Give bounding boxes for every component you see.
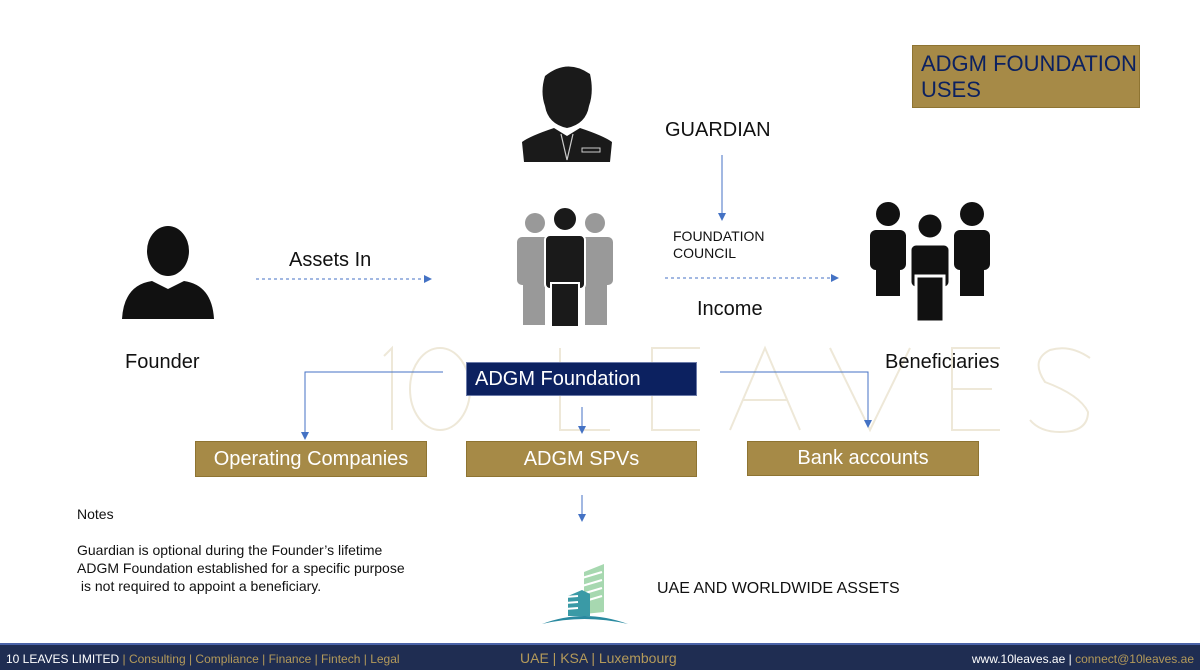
footer-email[interactable]: connect@10leaves.ae bbox=[1075, 652, 1194, 666]
beneficiaries-label: Beneficiaries bbox=[885, 351, 1000, 373]
operating-companies-box: Operating Companies bbox=[195, 441, 427, 477]
council-line2: COUNCIL bbox=[673, 245, 737, 261]
assets-in-arrow bbox=[256, 275, 432, 283]
bank-accounts-box: Bank accounts bbox=[747, 441, 979, 476]
income-arrow bbox=[665, 274, 839, 282]
guardian-label: GUARDIAN bbox=[665, 119, 771, 141]
adgm-foundation-box: ADGM Foundation bbox=[466, 362, 697, 396]
council-line1: FOUNDATION bbox=[673, 228, 765, 244]
foundation-connectors bbox=[301, 371, 872, 522]
footer-website[interactable]: www.10leaves.ae bbox=[971, 652, 1066, 666]
footer-company: 10 LEAVES LIMITED bbox=[6, 652, 120, 666]
council-label: FOUNDATION COUNCIL bbox=[673, 228, 765, 262]
footer: 10 LEAVES LIMITED | Consulting | Complia… bbox=[0, 643, 1200, 670]
footer-services: | Consulting | Compliance | Finance | Fi… bbox=[119, 652, 400, 666]
footer-right: www.10leaves.ae | connect@10leaves.ae bbox=[972, 652, 1194, 666]
title-line1: ADGM FOUNDATION bbox=[921, 50, 1137, 76]
person-icon bbox=[122, 226, 214, 319]
beneficiaries-icon bbox=[870, 202, 990, 322]
building-icon bbox=[542, 564, 628, 624]
notes-line: Guardian is optional during the Founder’… bbox=[77, 542, 383, 558]
founder-label: Founder bbox=[125, 351, 200, 373]
footer-left: 10 LEAVES LIMITED | Consulting | Complia… bbox=[6, 652, 400, 666]
income-label: Income bbox=[697, 298, 763, 320]
assets-in-label: Assets In bbox=[289, 249, 372, 271]
notes-line: is not required to appoint a beneficiary… bbox=[77, 578, 322, 594]
guardian-to-council-arrow bbox=[718, 155, 726, 221]
adgm-spvs-box: ADGM SPVs bbox=[466, 441, 697, 477]
notes-heading: Notes bbox=[77, 506, 114, 522]
group-icon bbox=[517, 206, 613, 327]
guardian-person-icon bbox=[522, 66, 612, 162]
footer-sep: | bbox=[1065, 652, 1076, 666]
title-line2: USES bbox=[921, 76, 981, 102]
footer-regions: UAE | KSA | Luxembourg bbox=[520, 650, 677, 666]
notes-line: ADGM Foundation established for a specif… bbox=[77, 560, 405, 576]
title-box: ADGM FOUNDATION USES bbox=[912, 45, 1140, 108]
assets-label: UAE AND WORLDWIDE ASSETS bbox=[657, 580, 900, 597]
